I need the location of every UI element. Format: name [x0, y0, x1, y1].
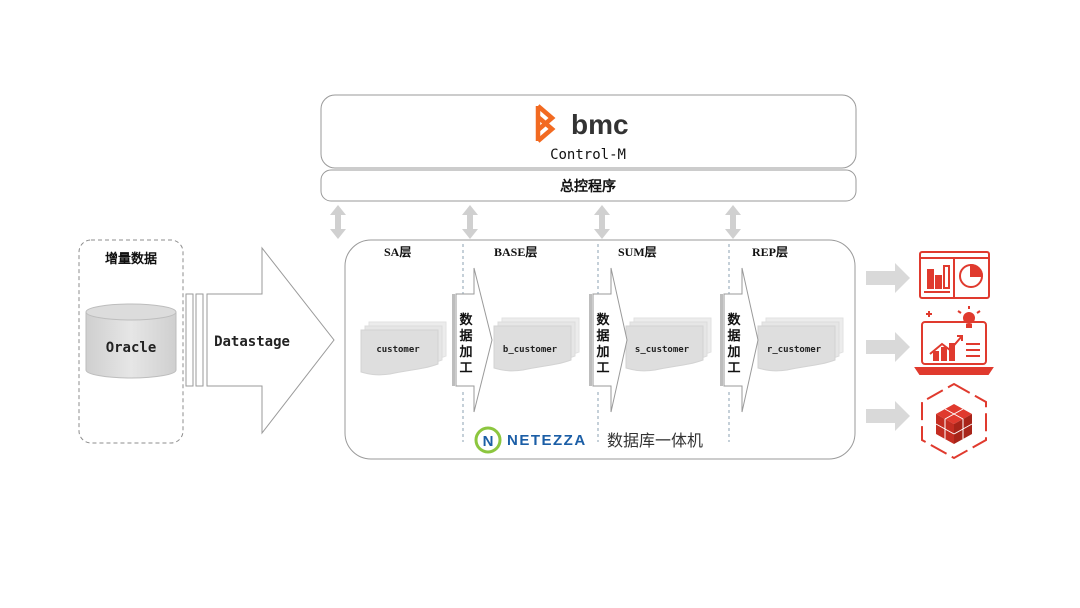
- process-arrow-2: 数 据 加 工: [589, 267, 628, 413]
- datastage-arrow: Datastage: [185, 246, 335, 435]
- dashboard-report-icon: [919, 251, 990, 299]
- layer-label-rep: REP层: [752, 245, 788, 259]
- process-char: 数: [727, 312, 741, 328]
- netezza-brand-text: NETEZZA: [507, 432, 587, 449]
- table-stack-sum: s_customer: [625, 317, 712, 372]
- output-arrow-icon: [866, 401, 910, 431]
- process-char: 数: [459, 312, 473, 328]
- source-db-name: Oracle: [106, 340, 157, 356]
- layer-label-base: BASE层: [494, 245, 537, 259]
- output-arrow-icon: [866, 263, 910, 293]
- bmc-logo-icon: [535, 104, 556, 143]
- process-char: 数: [596, 312, 610, 328]
- process-char: 据: [727, 328, 740, 344]
- netezza-container: SA层 BASE层 SUM层 REP层 customer b_customer …: [344, 239, 856, 460]
- source-title: 增量数据: [105, 251, 157, 267]
- output-arrows: [866, 263, 910, 431]
- master-program-label: 总控程序: [560, 178, 616, 195]
- bmc-brand-text: bmc: [571, 109, 629, 140]
- svg-text:N: N: [483, 433, 494, 450]
- table-name-sum: s_customer: [635, 345, 690, 355]
- process-char: 工: [596, 361, 609, 376]
- process-char: 加: [458, 345, 472, 360]
- double-arrow-icon: [594, 205, 610, 239]
- source-box: 增量数据 Oracle: [78, 239, 184, 444]
- control-link-arrows: [330, 205, 741, 239]
- output-arrow-icon: [866, 332, 910, 362]
- database-icon: [85, 303, 177, 379]
- double-arrow-icon: [725, 205, 741, 239]
- process-arrow-1: 数 据 加 工: [452, 267, 493, 413]
- process-char: 工: [459, 361, 472, 376]
- table-stack-sa: customer: [360, 321, 447, 376]
- layer-label-sum: SUM层: [618, 245, 657, 259]
- control-m-label: Control-M: [550, 147, 626, 163]
- table-name-base: b_customer: [503, 345, 558, 355]
- table-stack-base: b_customer: [493, 317, 580, 372]
- layer-dividers: [462, 244, 730, 442]
- double-arrow-icon: [462, 205, 478, 239]
- process-arrow-3: 数 据 加 工: [720, 267, 759, 413]
- netezza-logo-icon: N: [474, 426, 502, 454]
- table-stack-rep: r_customer: [757, 317, 844, 372]
- process-char: 加: [726, 345, 740, 360]
- double-arrow-icon: [330, 205, 346, 239]
- process-char: 加: [595, 345, 609, 360]
- analytics-insight-icon: [914, 306, 994, 375]
- master-program-bar: 总控程序: [320, 169, 857, 202]
- control-m-box: bmc Control-M: [320, 94, 857, 169]
- table-name-rep: r_customer: [767, 345, 822, 355]
- process-char: 据: [596, 328, 609, 344]
- layer-label-sa: SA层: [384, 245, 411, 259]
- process-char: 据: [459, 328, 472, 344]
- table-name-sa: customer: [376, 345, 420, 355]
- appliance-name: 数据库一体机: [607, 431, 703, 450]
- data-cube-icon: [921, 382, 987, 460]
- process-char: 工: [727, 361, 740, 376]
- datastage-label: Datastage: [214, 334, 290, 350]
